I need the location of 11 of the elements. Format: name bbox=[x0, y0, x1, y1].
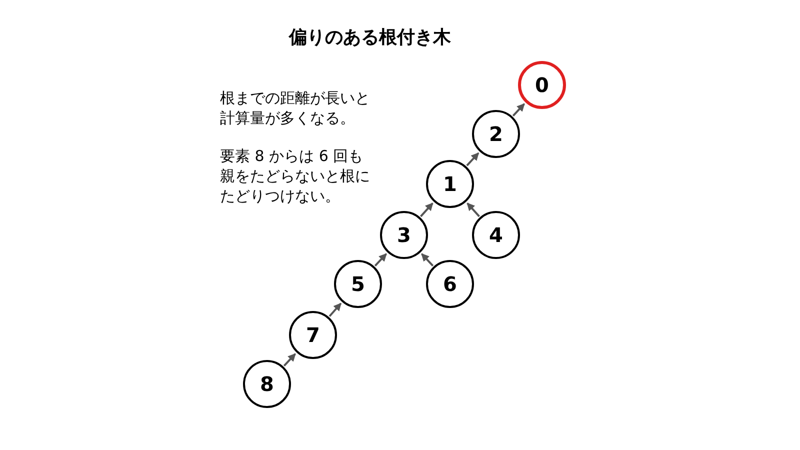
note-text: 要素 8 からは 6 回も親をたどらないと根にたどりつけない。 bbox=[220, 146, 371, 206]
arrow bbox=[466, 152, 480, 166]
arrow bbox=[374, 253, 387, 266]
arrow bbox=[420, 202, 434, 218]
arrow bbox=[466, 202, 480, 218]
arrow bbox=[512, 103, 525, 116]
arrow bbox=[328, 302, 342, 317]
arrow bbox=[421, 253, 434, 266]
arrow bbox=[283, 353, 296, 366]
note-text: 根までの距離が長いと計算量が多くなる。 bbox=[220, 88, 371, 128]
diagram-title: 偏りのある根付き木 bbox=[288, 26, 452, 50]
